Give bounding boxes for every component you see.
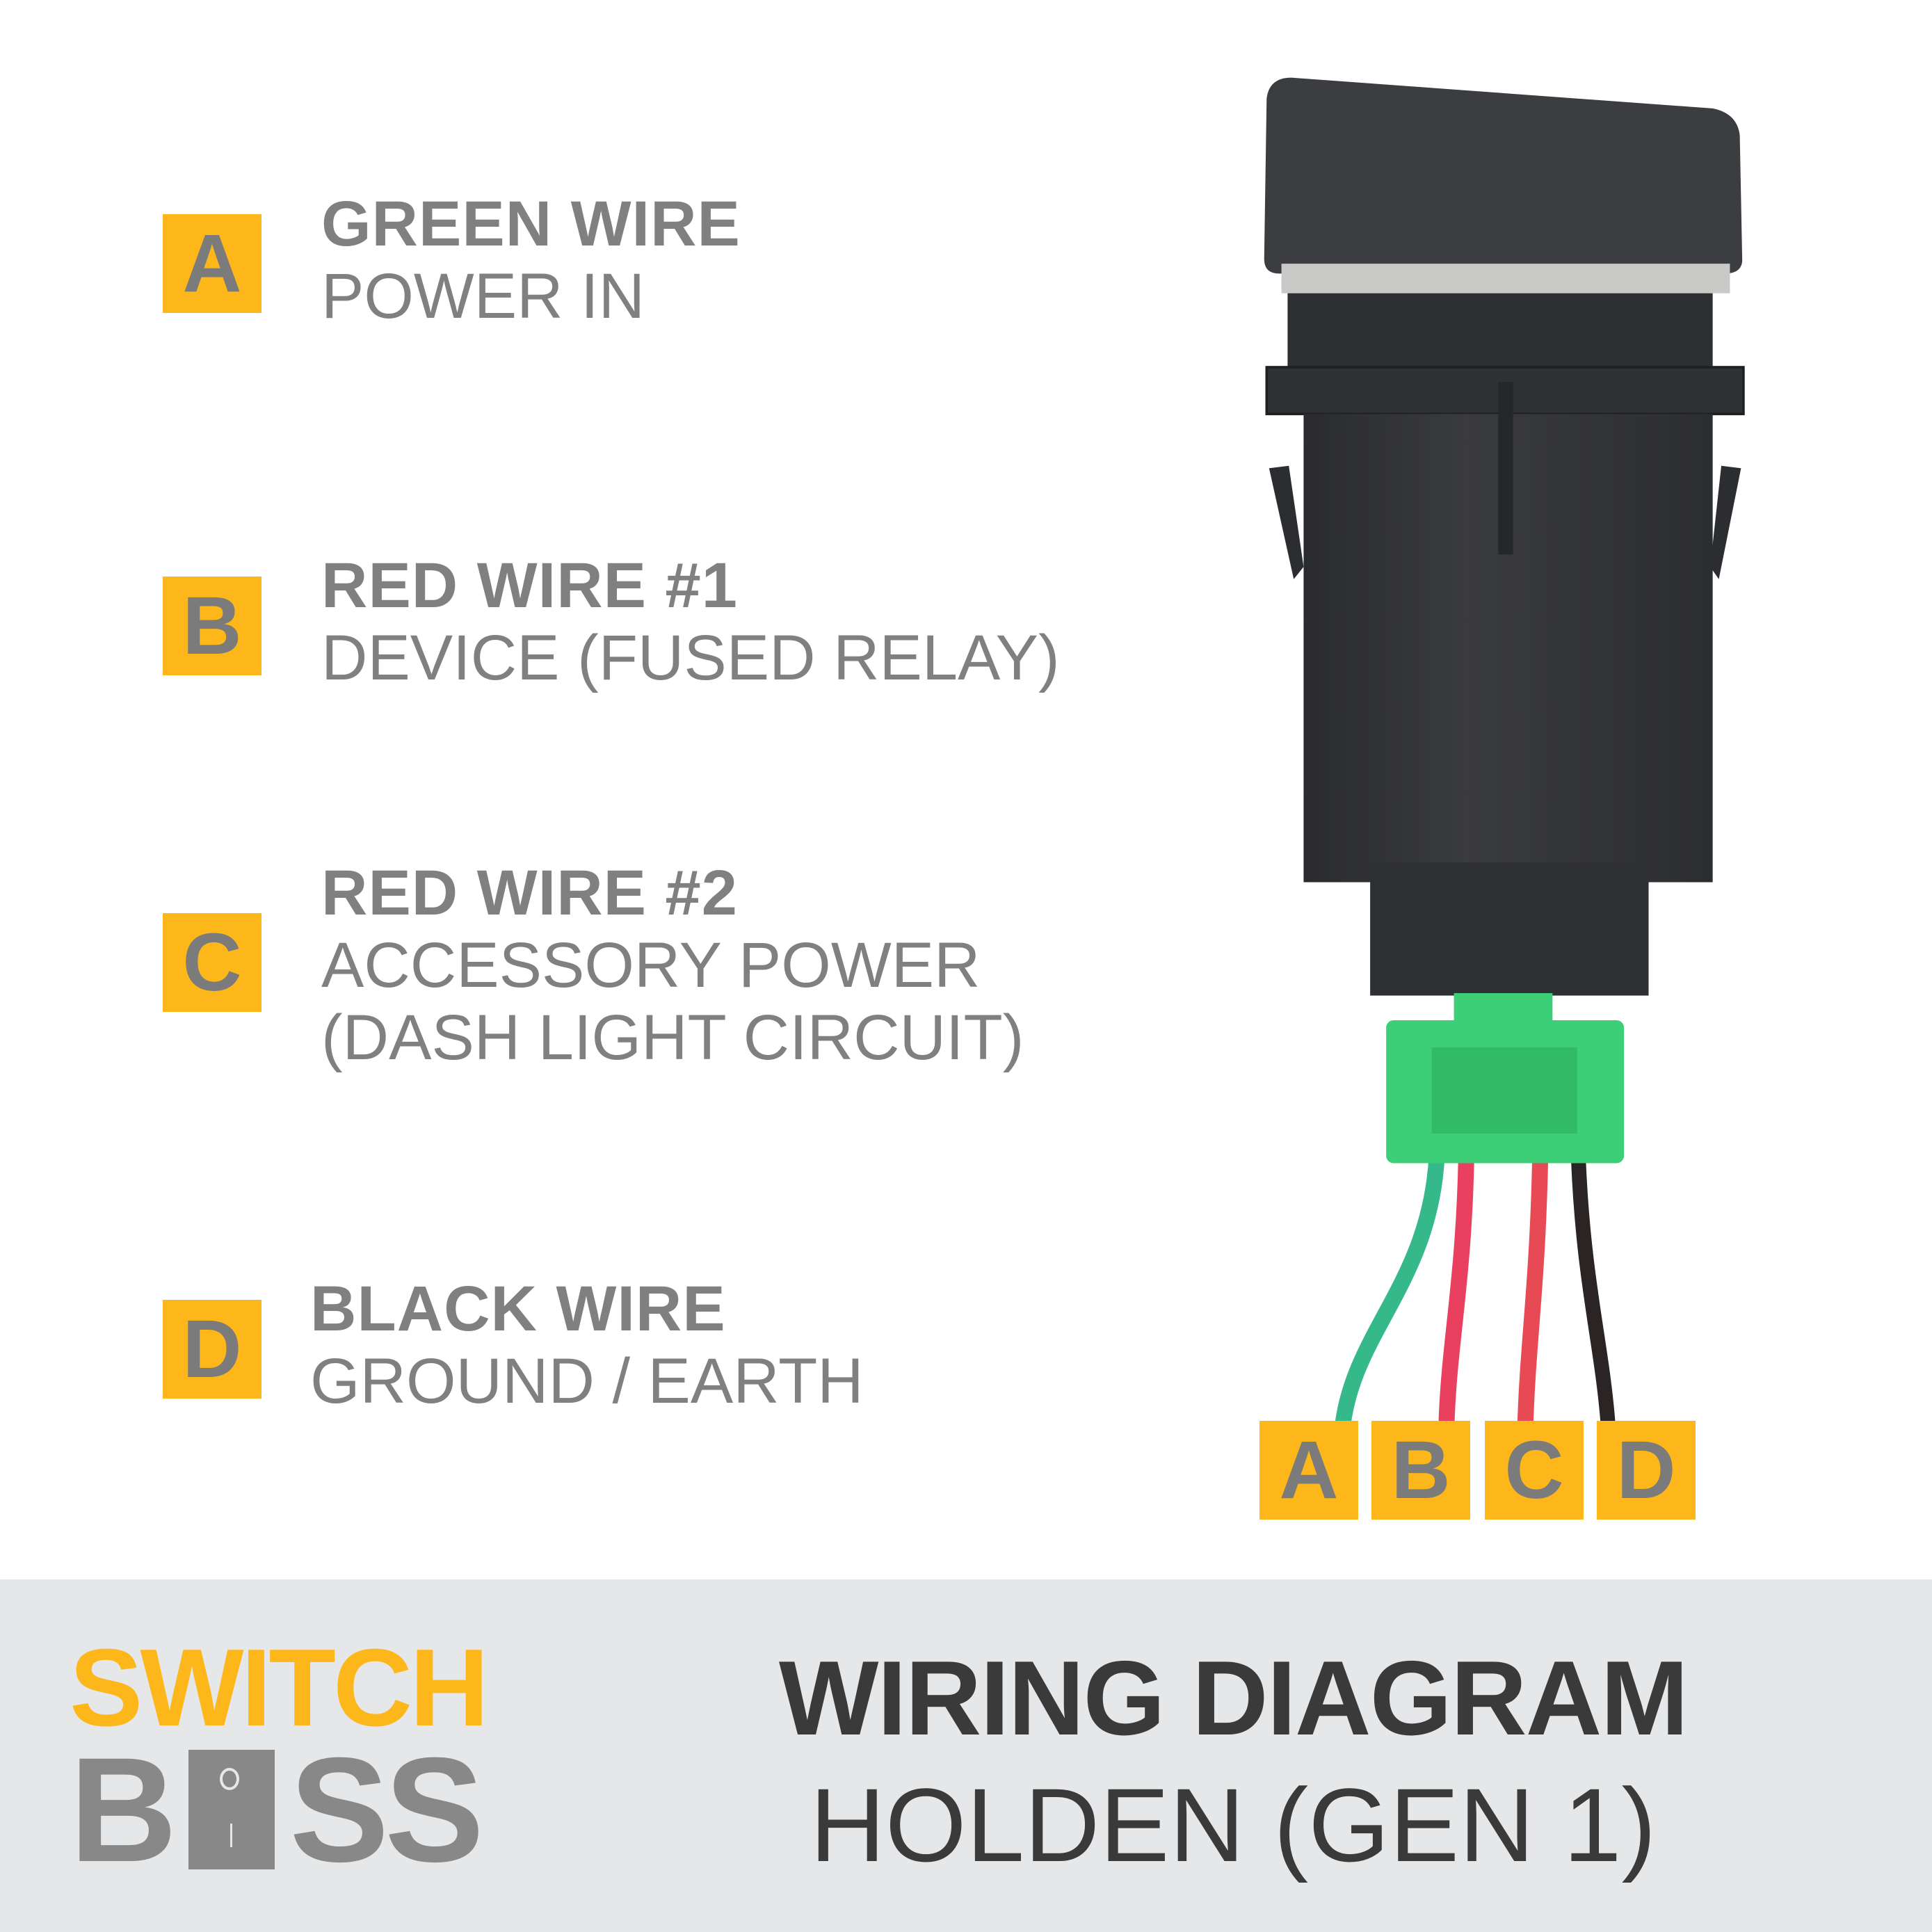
green-wire (1335, 1157, 1445, 1424)
switch-collar (1287, 293, 1713, 370)
logo-switch-text: SWITCH (70, 1627, 489, 1749)
legend-title-d: BLACK WIRE (310, 1273, 726, 1344)
switch-light-strip (1281, 264, 1730, 293)
red-wire-2 (1517, 1158, 1549, 1424)
legend-desc-a: POWER IN (321, 261, 645, 332)
logo-letters-ss: SS (289, 1726, 484, 1893)
pin-label-d: D (1597, 1421, 1696, 1520)
legend-desc-b: DEVICE (FUSED RELAY) (321, 622, 1060, 693)
legend-desc-c-1: ACCESSORY POWER (321, 930, 981, 1001)
legend-badge-c: C (163, 913, 261, 1012)
legend-item-d: BLACK WIRE GROUND / EARTH (310, 1273, 864, 1417)
legend-title-b: RED WIRE #1 (321, 550, 738, 621)
legend-badge-b: B (163, 577, 261, 675)
footer-band (0, 1579, 1932, 1932)
pin-label-a: A (1259, 1421, 1358, 1520)
connector-tab (1454, 992, 1553, 1047)
black-wire (1570, 1157, 1616, 1424)
wires (1335, 1157, 1616, 1424)
footer-title: WIRING DIAGRAM (778, 1639, 1689, 1757)
pin-label-c: C (1485, 1421, 1584, 1520)
legend-desc-c-2: (DASH LIGHT CIRCUIT) (321, 1002, 1024, 1073)
legend-title-c: RED WIRE #2 (321, 858, 738, 928)
red-wire-1 (1438, 1158, 1474, 1424)
connector-latch (1431, 1047, 1577, 1134)
rocker-switch-icon (188, 1750, 275, 1869)
logo-boss: B SS (70, 1726, 484, 1893)
pin-label-b: B (1371, 1421, 1470, 1520)
left-clip (1269, 465, 1304, 579)
legend-desc-d: GROUND / EARTH (310, 1346, 864, 1417)
legend-item-b: RED WIRE #1 DEVICE (FUSED RELAY) (321, 549, 1060, 694)
footer-subtitle: HOLDEN (GEN 1) (810, 1766, 1657, 1883)
switch-neck (1370, 862, 1649, 996)
legend-badge-a: A (163, 214, 261, 313)
logo-letter-b: B (70, 1726, 177, 1893)
legend-item-c: RED WIRE #2 ACCESSORY POWER (DASH LIGHT … (321, 857, 1024, 1074)
switch-cap (1264, 77, 1743, 274)
right-clip (1710, 465, 1741, 579)
legend-title-a: GREEN WIRE (321, 188, 741, 259)
body-ridge (1498, 382, 1513, 555)
legend-item-a: GREEN WIRE POWER IN (321, 188, 741, 332)
legend-badge-d: D (163, 1300, 261, 1399)
